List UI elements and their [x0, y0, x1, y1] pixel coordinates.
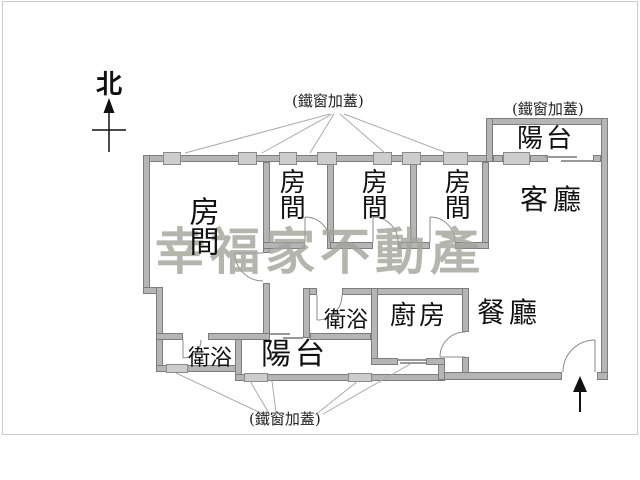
window-marker	[373, 152, 392, 165]
wall-segment	[462, 357, 469, 373]
front-balcony-sliding-door	[545, 156, 593, 162]
wall-segment	[493, 155, 503, 162]
north-label: 北	[96, 70, 123, 100]
wall-segment	[156, 333, 183, 340]
room-label-balcony-rear: 陽台	[261, 337, 329, 372]
entrance-door-arc	[562, 339, 596, 373]
bathroom-2-door-arc	[316, 294, 343, 321]
iron-window-annotation-top: (鐵窗加蓋)	[292, 92, 364, 110]
window-marker	[503, 152, 530, 165]
wall-segment	[330, 242, 373, 249]
bathroom-main-door-arc	[182, 339, 202, 359]
wall-segment	[530, 155, 548, 162]
window-marker	[348, 373, 372, 382]
rear-balcony-sliding-door	[270, 333, 303, 339]
bedroom-2-door-arc	[304, 216, 331, 243]
window-marker	[166, 364, 188, 373]
wall-segment	[310, 333, 371, 340]
window-marker	[317, 152, 337, 165]
bedroom-3-door-arc	[372, 216, 399, 243]
wall-segment	[263, 242, 305, 249]
room-label-bedroom-2: 房間	[275, 168, 306, 220]
wall-segment	[371, 358, 398, 365]
window-marker	[163, 152, 181, 165]
window-marker	[279, 152, 297, 165]
master-bedroom-door-arc	[234, 252, 264, 282]
iron-window-annotation-bottom: (鐵窗加蓋)	[249, 410, 321, 428]
kitchen-sliding-window	[398, 359, 426, 364]
wall-segment	[455, 242, 489, 249]
leader-lines-bottom	[175, 362, 413, 416]
room-label-living-room: 客廳	[520, 183, 587, 216]
window-marker	[238, 152, 257, 165]
bedroom-4-door-arc	[429, 216, 456, 243]
room-label-master-bedroom: 房間	[183, 196, 219, 256]
window-marker	[443, 152, 468, 165]
wall-segment	[303, 288, 310, 338]
wall-segment	[208, 333, 270, 340]
room-label-bedroom-3: 房間	[357, 168, 388, 220]
wall-segment	[486, 118, 493, 162]
kitchen-door-arc	[439, 331, 466, 358]
wall-segment	[263, 162, 270, 253]
window-marker	[402, 152, 421, 165]
watermark-text: 幸福家不動產	[155, 222, 485, 281]
iron-window-annotation-top-right: (鐵窗加蓋)	[512, 100, 584, 118]
north-arrow	[92, 98, 126, 152]
wall-segment	[426, 358, 445, 365]
wall-segment	[593, 155, 601, 162]
room-label-bathroom-main: 衛浴	[188, 346, 233, 371]
room-label-balcony-front: 陽台	[517, 124, 576, 154]
wall-segment	[462, 288, 469, 332]
window-marker	[244, 373, 268, 382]
room-label-bedroom-4: 房間	[440, 168, 471, 220]
image-border-frame	[2, 1, 638, 435]
wall-segment	[597, 372, 608, 380]
wall-segment	[398, 242, 430, 249]
room-label-bathroom-2: 衛浴	[324, 308, 369, 333]
room-label-dining-room: 餐廳	[477, 296, 542, 329]
leader-lines-top	[184, 113, 448, 154]
entrance-arrow	[573, 376, 587, 412]
room-label-kitchen: 廚房	[390, 301, 449, 331]
